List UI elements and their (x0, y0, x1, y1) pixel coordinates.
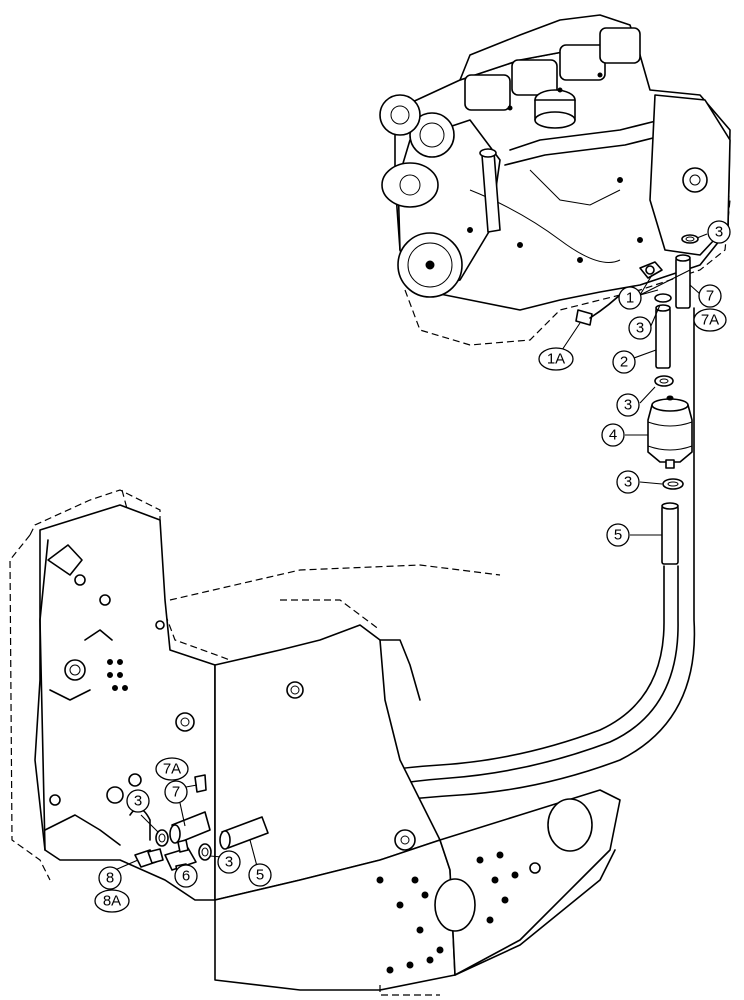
callout-3-b: 3 (628, 316, 652, 340)
svg-text:3: 3 (715, 224, 723, 241)
callout-3-c: 3 (616, 393, 640, 417)
callout-3-low-right: 3 (217, 850, 241, 874)
svg-text:4: 4 (609, 427, 617, 444)
svg-text:8A: 8A (103, 893, 121, 910)
svg-text:2: 2 (620, 354, 628, 371)
svg-text:8: 8 (106, 870, 114, 887)
svg-text:7: 7 (172, 784, 180, 801)
svg-text:6: 6 (182, 868, 190, 885)
callout-7a-top: 7A (693, 308, 727, 332)
callout-7-low: 7 (164, 780, 188, 804)
svg-text:1: 1 (626, 290, 634, 307)
loader-frame (9, 489, 621, 996)
callout-3-low-left: 3 (126, 789, 150, 813)
callout-3-d: 3 (616, 470, 640, 494)
callout-3-top: 3 (707, 220, 731, 244)
callouts: 3 1 7 7A 3 1A 2 3 (94, 220, 731, 913)
callout-7a-low: 7A (155, 757, 189, 781)
svg-text:3: 3 (624, 474, 632, 491)
svg-text:3: 3 (636, 320, 644, 337)
svg-text:3: 3 (134, 793, 142, 810)
callout-5-top: 5 (606, 523, 630, 547)
callout-7-top: 7 (698, 284, 722, 308)
svg-text:7A: 7A (163, 761, 181, 778)
callout-5-low: 5 (248, 863, 272, 887)
callout-1: 1 (618, 286, 642, 310)
svg-text:3: 3 (225, 854, 233, 871)
callout-8: 8 (98, 866, 122, 890)
callout-4: 4 (601, 423, 625, 447)
callout-6: 6 (174, 864, 198, 888)
callout-2: 2 (612, 350, 636, 374)
callout-8a: 8A (94, 889, 130, 913)
leader-lines (114, 233, 708, 873)
callout-1a: 1A (538, 347, 574, 371)
engine-assembly (379, 14, 731, 346)
svg-text:5: 5 (256, 867, 264, 884)
svg-text:7: 7 (706, 288, 714, 305)
svg-text:5: 5 (614, 527, 622, 544)
svg-text:1A: 1A (547, 351, 565, 368)
svg-text:7A: 7A (701, 312, 719, 329)
svg-text:3: 3 (624, 397, 632, 414)
